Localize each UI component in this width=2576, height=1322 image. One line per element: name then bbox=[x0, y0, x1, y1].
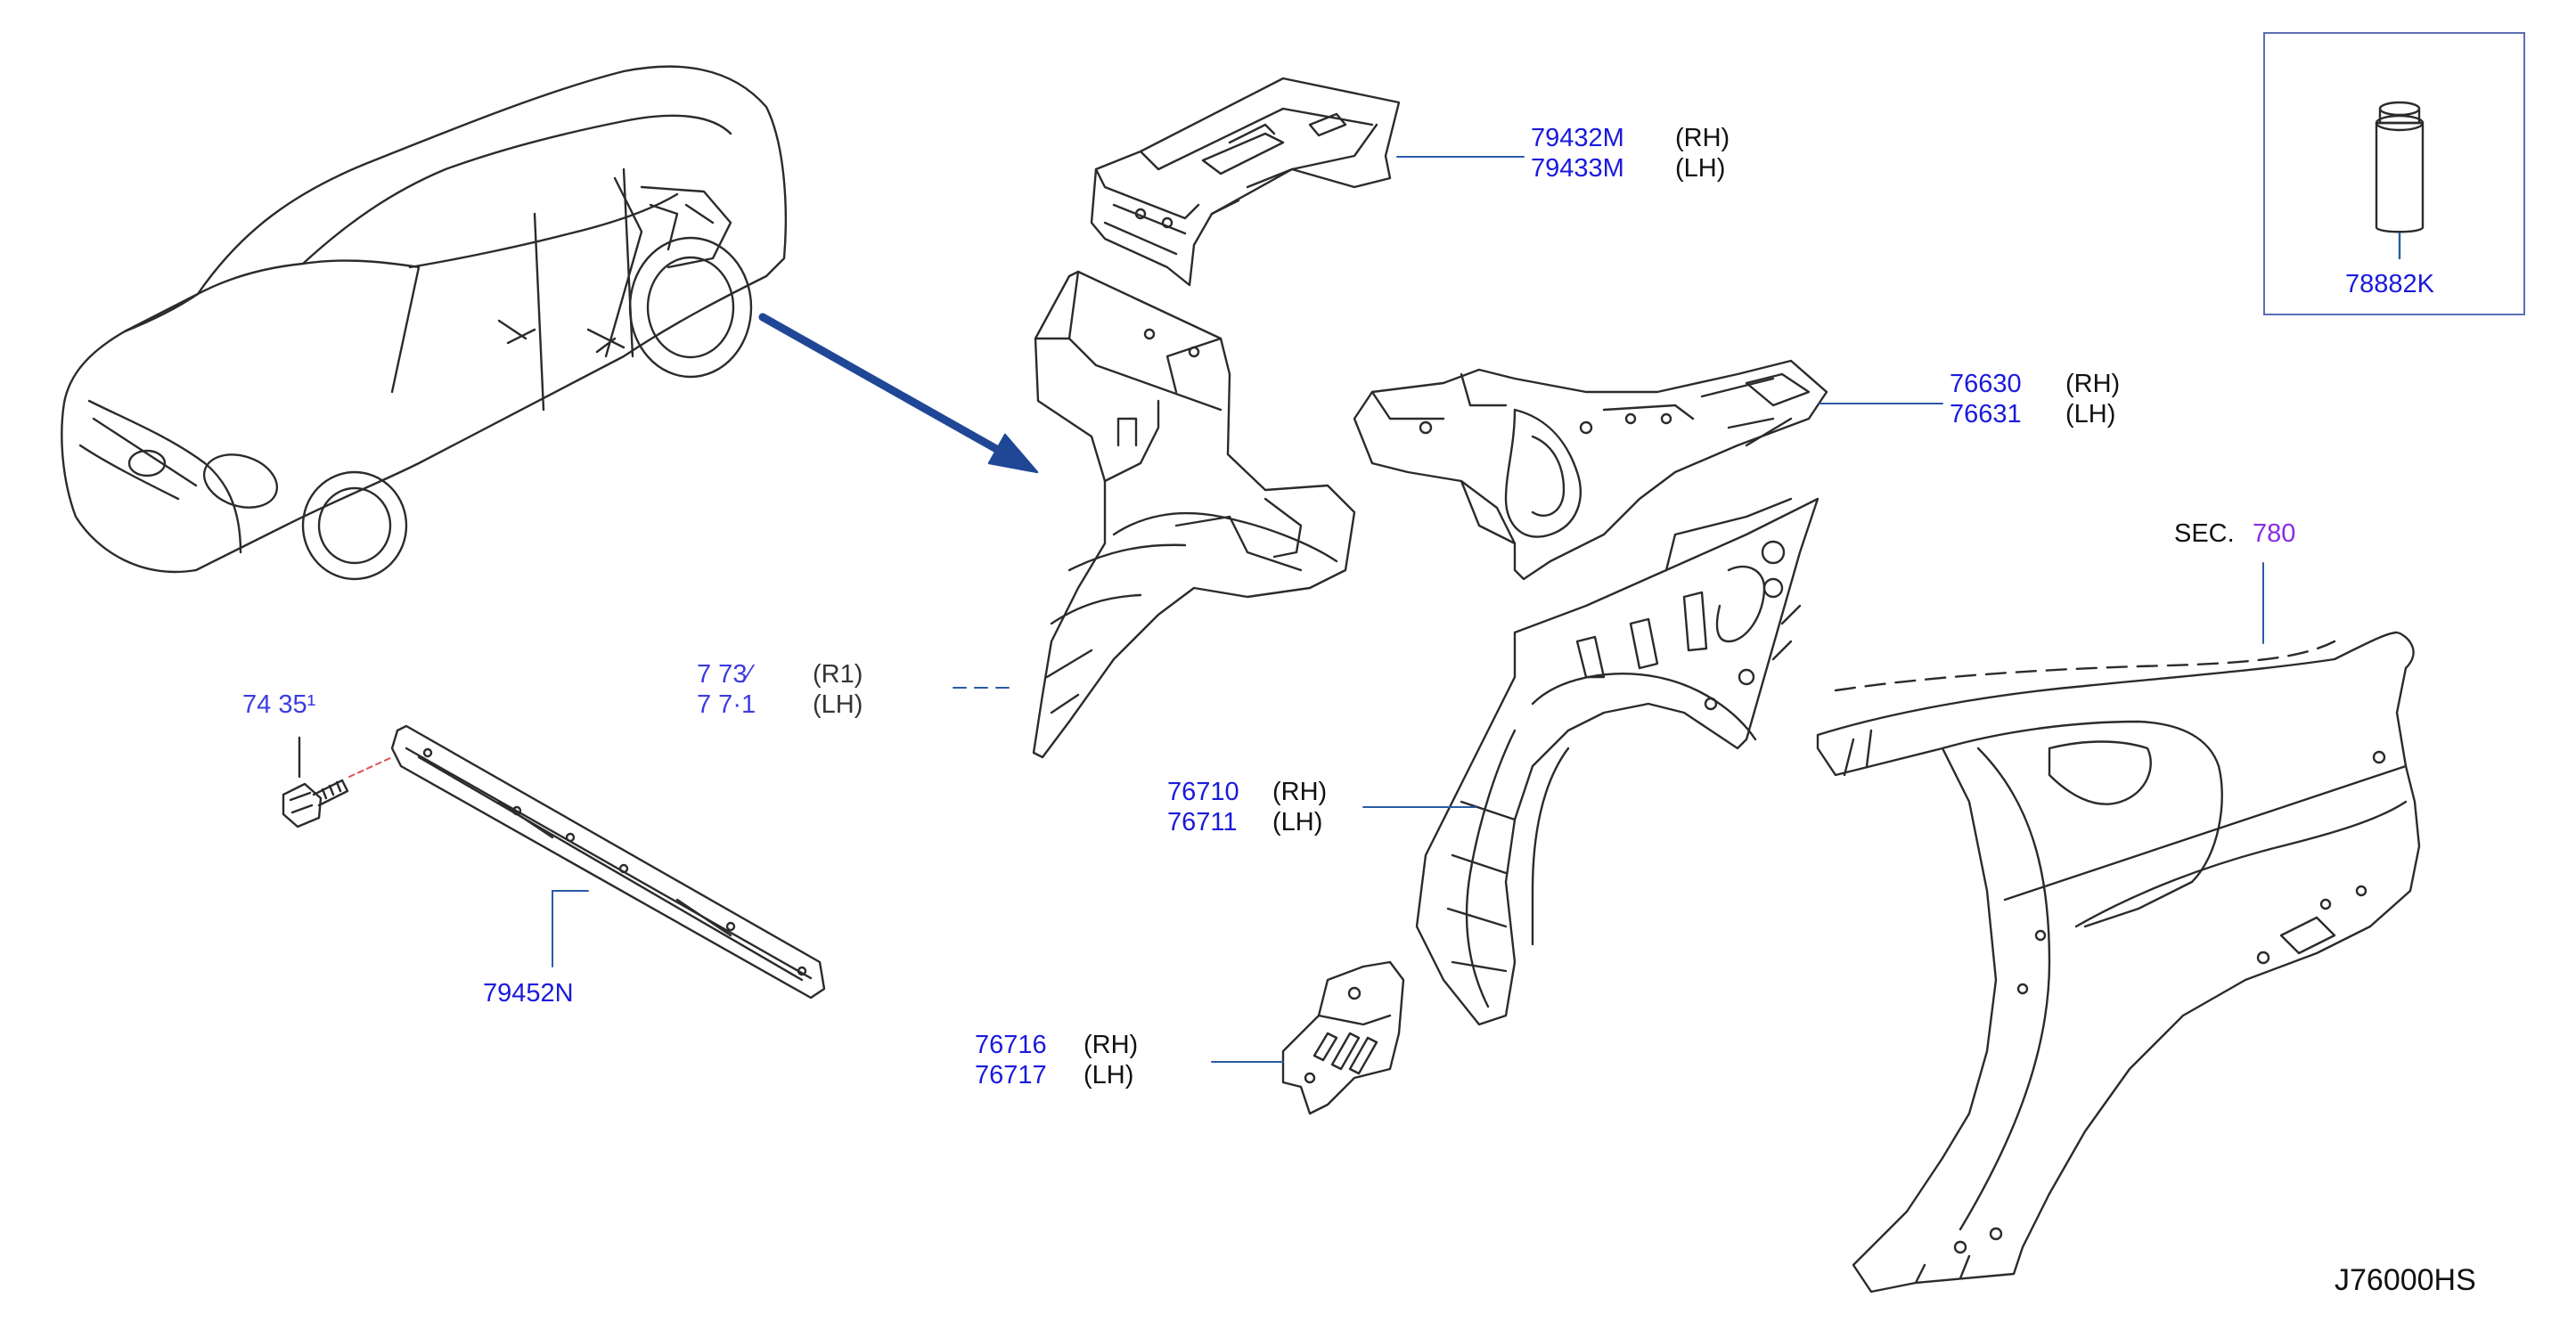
side-76711: (LH) bbox=[1272, 808, 1323, 836]
direction-arrow-icon bbox=[758, 313, 1039, 474]
inset-box bbox=[2263, 32, 2525, 315]
part-76630-drawing bbox=[1353, 359, 1828, 581]
part-inner-housing-drawing bbox=[1032, 270, 1356, 759]
part-76716-drawing bbox=[1281, 960, 1405, 1115]
part-number-76710[interactable]: 76710 bbox=[1167, 778, 1239, 806]
side-76716: (RH) bbox=[1084, 1031, 1139, 1059]
part-79432m-drawing bbox=[1090, 77, 1401, 287]
part-number-76630[interactable]: 76630 bbox=[1950, 370, 2022, 398]
part-number-76631[interactable]: 76631 bbox=[1950, 400, 2022, 428]
section-prefix: SEC. bbox=[2174, 519, 2235, 548]
side-76630: (RH) bbox=[2065, 370, 2121, 398]
part-number-bolt[interactable]: 74 35¹ bbox=[242, 690, 316, 719]
bolt-icon bbox=[282, 736, 349, 828]
section-number[interactable]: 780 bbox=[2253, 519, 2296, 548]
side-76631: (LH) bbox=[2065, 400, 2116, 428]
side-79432m: (RH) bbox=[1675, 124, 1730, 152]
part-76710-drawing bbox=[1415, 497, 1820, 1026]
side-76710: (RH) bbox=[1272, 778, 1328, 806]
side-76717: (LH) bbox=[1084, 1061, 1134, 1089]
part-number-inner-rh[interactable]: 7 73⁄ bbox=[697, 660, 752, 689]
part-body-side-drawing bbox=[1816, 631, 2421, 1293]
side-inner-rh: (R1) bbox=[813, 660, 863, 689]
part-number-79432m[interactable]: 79432M bbox=[1531, 124, 1624, 152]
part-number-79452n[interactable]: 79452N bbox=[483, 979, 574, 1008]
part-number-79433m[interactable]: 79433M bbox=[1531, 154, 1624, 183]
part-number-76717[interactable]: 76717 bbox=[975, 1061, 1047, 1089]
part-number-76711[interactable]: 76711 bbox=[1167, 808, 1238, 836]
side-inner-lh: (LH) bbox=[813, 690, 863, 719]
part-79452n-drawing bbox=[390, 724, 826, 1000]
side-79433m: (LH) bbox=[1675, 154, 1726, 183]
part-number-78882k[interactable]: 78882K bbox=[2345, 270, 2434, 298]
diagram-code: J76000HS bbox=[2335, 1263, 2476, 1297]
leader-lines bbox=[552, 156, 2264, 1063]
part-number-76716[interactable]: 76716 bbox=[975, 1031, 1047, 1059]
part-number-inner-lh[interactable]: 7 7·1 bbox=[697, 690, 756, 719]
car-outline-icon bbox=[61, 65, 787, 581]
sealant-tube-icon bbox=[2375, 101, 2425, 260]
